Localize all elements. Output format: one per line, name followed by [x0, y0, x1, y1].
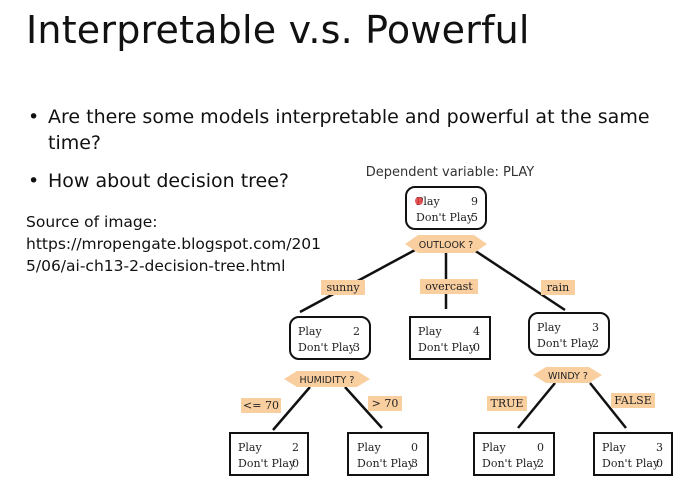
root-dont-play-count: 5 — [471, 211, 478, 224]
branch-label-overcast: overcast — [420, 279, 478, 294]
leaf-gt70-play-count: 0 — [411, 441, 418, 454]
rain-play-label: Play — [537, 321, 561, 334]
outlook-test-text: OUTLOOK ? — [419, 240, 473, 251]
leaf-le70-box — [229, 432, 309, 476]
branch-label-gt70: > 70 — [368, 396, 402, 411]
branch-label-le70-bg — [241, 398, 281, 413]
bullet-item: Are there some models interpretable and … — [26, 104, 666, 156]
sunny-dont-play-label: Don't Play — [298, 341, 356, 354]
leaf-gt70-dont-play-label: Don't Play — [357, 457, 415, 470]
source-url-line-1: https://mropengate.blogspot.com/201 — [26, 235, 322, 253]
windy-diamond — [533, 367, 602, 383]
root-dont-play-label: Don't Play — [416, 211, 474, 224]
overcast-dont-play-count: 0 — [473, 341, 480, 354]
branch-label-sunny-bg — [321, 280, 365, 295]
rain-node: Play 3 Don't Play 2 — [528, 312, 610, 356]
branch-label-le70: <= 70 — [241, 398, 281, 413]
leaf-le70-play-count: 2 — [292, 441, 299, 454]
leaf-gt70-dont-play-count: 3 — [411, 457, 418, 470]
source-url-line-2: 5/06/ai-ch13-2-decision-tree.html — [26, 257, 286, 275]
branch-label-sunny-text: sunny — [326, 281, 360, 294]
pointer-dot-icon — [415, 197, 423, 205]
root-play-count: 9 — [471, 195, 478, 208]
sunny-dont-play-count: 3 — [353, 341, 360, 354]
branch-label-overcast-bg — [420, 279, 478, 294]
sunny-play-label: Play — [298, 325, 322, 338]
branch-label-true-text: TRUE — [491, 397, 524, 410]
leaf-false-box — [593, 432, 673, 476]
outlook-diamond — [405, 235, 487, 253]
overcast-dont-play-label: Don't Play — [418, 341, 476, 354]
overcast-play-label: Play — [418, 325, 442, 338]
humidity-test-text: HUMIDITY ? — [300, 375, 355, 386]
edge-sunny-le70 — [272, 386, 311, 431]
leaf-false-play-count: 3 — [656, 441, 663, 454]
branch-label-false-text: FALSE — [614, 394, 652, 407]
leaf-le70-dont-play-count: 0 — [292, 457, 299, 470]
humidity-test: HUMIDITY ? — [284, 371, 370, 387]
rain-node-box — [528, 312, 610, 356]
leaf-false-dont-play-label: Don't Play — [602, 457, 660, 470]
leaf-true-play-count: 0 — [537, 441, 544, 454]
branch-label-false: FALSE — [611, 393, 655, 408]
rain-play-count: 3 — [592, 321, 599, 334]
bullet-list: Are there some models interpretable and … — [26, 104, 666, 206]
leaf-true-box — [473, 432, 555, 476]
sunny-node: Play 2 Don't Play 3 — [289, 316, 371, 360]
dependent-variable-caption: Dependent variable: PLAY — [366, 165, 534, 180]
image-source: Source of image: https://mropengate.blog… — [26, 211, 321, 277]
leaf-gt70-box — [347, 432, 429, 476]
branch-label-gt70-text: > 70 — [372, 397, 399, 410]
leaf-false-dont-play-count: 0 — [656, 457, 663, 470]
rain-dont-play-count: 2 — [592, 337, 599, 350]
branch-label-false-bg — [611, 393, 655, 408]
leaf-true-play-label: Play — [482, 441, 506, 454]
overcast-play-count: 4 — [473, 325, 480, 338]
leaf-le70-dont-play-label: Don't Play — [238, 457, 296, 470]
leaf-gt70-play-label: Play — [357, 441, 381, 454]
edge-sunny-gt70 — [344, 386, 383, 429]
root-node: Play 9 Don't Play 5 — [405, 186, 487, 230]
branch-label-rain-text: rain — [547, 281, 569, 294]
leaf-gt70: Play 0 Don't Play 3 — [347, 432, 429, 476]
branch-label-true: TRUE — [487, 396, 527, 411]
branch-label-overcast-text: overcast — [425, 280, 473, 293]
humidity-diamond — [284, 371, 370, 387]
branch-label-le70-text: <= 70 — [243, 399, 279, 412]
overcast-node-box — [409, 316, 491, 360]
leaf-le70: Play 2 Don't Play 0 — [229, 432, 309, 476]
edge-root-rain — [473, 248, 566, 312]
branch-label-true-bg — [487, 396, 527, 411]
rain-dont-play-label: Don't Play — [537, 337, 595, 350]
windy-test: WINDY ? — [533, 367, 602, 383]
root-play-label: Play — [416, 195, 440, 208]
branch-label-gt70-bg — [368, 396, 402, 411]
root-node-box — [405, 186, 487, 230]
sunny-node-box — [289, 316, 371, 360]
leaf-true: Play 0 Don't Play 2 — [473, 432, 555, 476]
source-label: Source of image: — [26, 213, 158, 231]
branch-label-rain: rain — [541, 280, 575, 295]
sunny-play-count: 2 — [353, 325, 360, 338]
leaf-le70-play-label: Play — [238, 441, 262, 454]
leaf-false: Play 3 Don't Play 0 — [593, 432, 673, 476]
branch-label-rain-bg — [541, 280, 575, 295]
dependent-variable-text: Dependent variable: PLAY — [366, 165, 534, 180]
leaf-false-play-label: Play — [602, 441, 626, 454]
leaf-true-dont-play-label: Don't Play — [482, 457, 540, 470]
windy-test-text: WINDY ? — [548, 371, 588, 382]
bullet-item: How about decision tree? — [26, 168, 666, 194]
overcast-node: Play 4 Don't Play 0 — [409, 316, 491, 360]
branch-label-sunny: sunny — [321, 280, 365, 295]
edge-rain-true — [517, 382, 556, 429]
outlook-test: OUTLOOK ? — [405, 235, 487, 253]
leaf-true-dont-play-count: 2 — [537, 457, 544, 470]
slide-title: Interpretable v.s. Powerful — [26, 8, 530, 52]
edge-rain-false — [589, 382, 627, 429]
